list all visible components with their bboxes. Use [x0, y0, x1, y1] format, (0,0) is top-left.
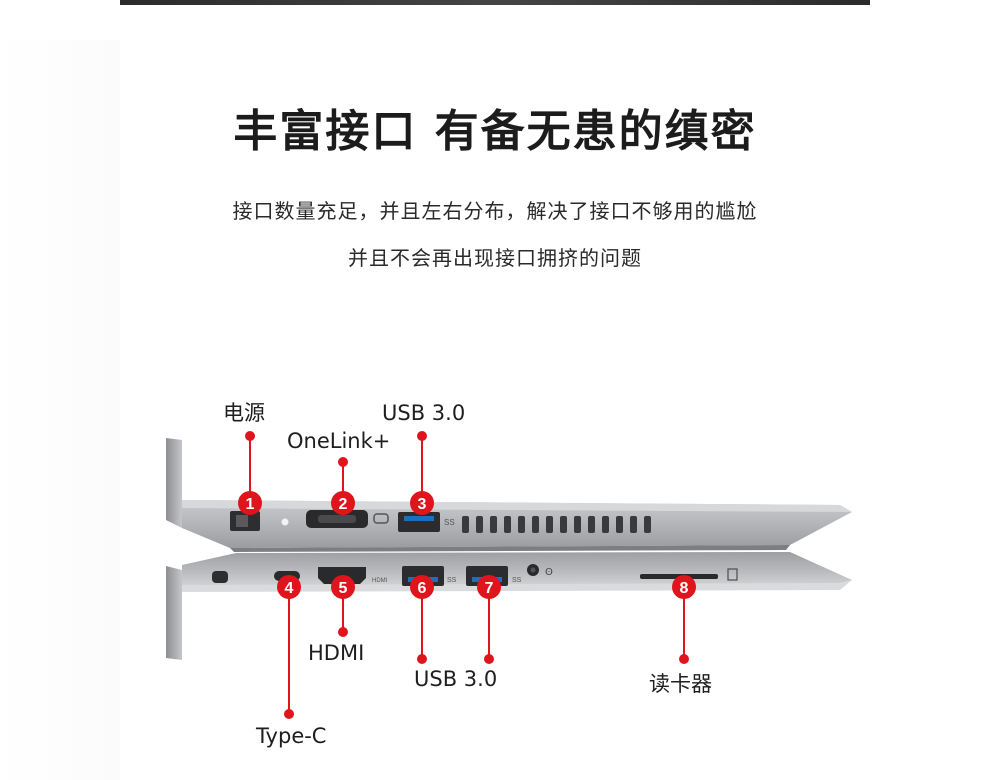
label-power: 电源	[223, 401, 265, 425]
usb-ss-icon-2: SS	[447, 577, 457, 584]
port-badge-4: 4	[277, 575, 301, 599]
security-slot	[212, 571, 228, 583]
label-card-reader: 读卡器	[649, 672, 712, 696]
port-badge-6: 6	[410, 575, 434, 599]
svg-text:3: 3	[418, 496, 427, 513]
label-onelink: OneLink+	[287, 429, 391, 453]
port-badge-1: 1	[238, 491, 262, 515]
label-usb-left: USB 3.0	[382, 401, 466, 425]
sd-card-icon	[727, 568, 738, 581]
port-badge-8: 8	[672, 575, 696, 599]
power-led	[281, 518, 289, 526]
headset-icon: ʘ	[545, 567, 553, 578]
svg-text:5: 5	[339, 580, 348, 597]
svg-text:7: 7	[485, 580, 494, 597]
description-line-2: 并且不会再出现接口拥挤的问题	[348, 246, 642, 270]
description-line-1: 接口数量充足，并且左右分布，解决了接口不够用的尴尬	[232, 199, 758, 223]
laptop-right-side: HDMI SS SS ʘ	[166, 552, 852, 660]
laptop-left-side: SS	[166, 438, 852, 552]
usb-ss-icon: SS	[444, 518, 455, 527]
port-badge-5: 5	[331, 575, 355, 599]
usb-port-left	[398, 512, 440, 532]
label-usb-right: USB 3.0	[414, 667, 498, 691]
port-badge-3: 3	[410, 491, 434, 515]
page-headline: 丰富接口 有备无患的缜密	[233, 106, 757, 157]
hdmi-icon: HDMI	[372, 578, 388, 584]
background-panel	[0, 40, 120, 780]
port-badge-2: 2	[331, 491, 355, 515]
usb-ss-icon-3: SS	[512, 577, 522, 584]
port-badge-7: 7	[477, 575, 501, 599]
svg-text:4: 4	[285, 580, 294, 597]
top-banner-edge	[120, 0, 870, 5]
label-hdmi: HDMI	[308, 641, 365, 665]
svg-text:6: 6	[418, 580, 427, 597]
label-type-c: Type-C	[256, 724, 327, 748]
svg-text:1: 1	[246, 496, 255, 513]
onelink-icon	[373, 513, 389, 524]
svg-text:2: 2	[339, 496, 348, 513]
svg-text:8: 8	[680, 580, 689, 597]
vent-grille	[462, 516, 651, 533]
